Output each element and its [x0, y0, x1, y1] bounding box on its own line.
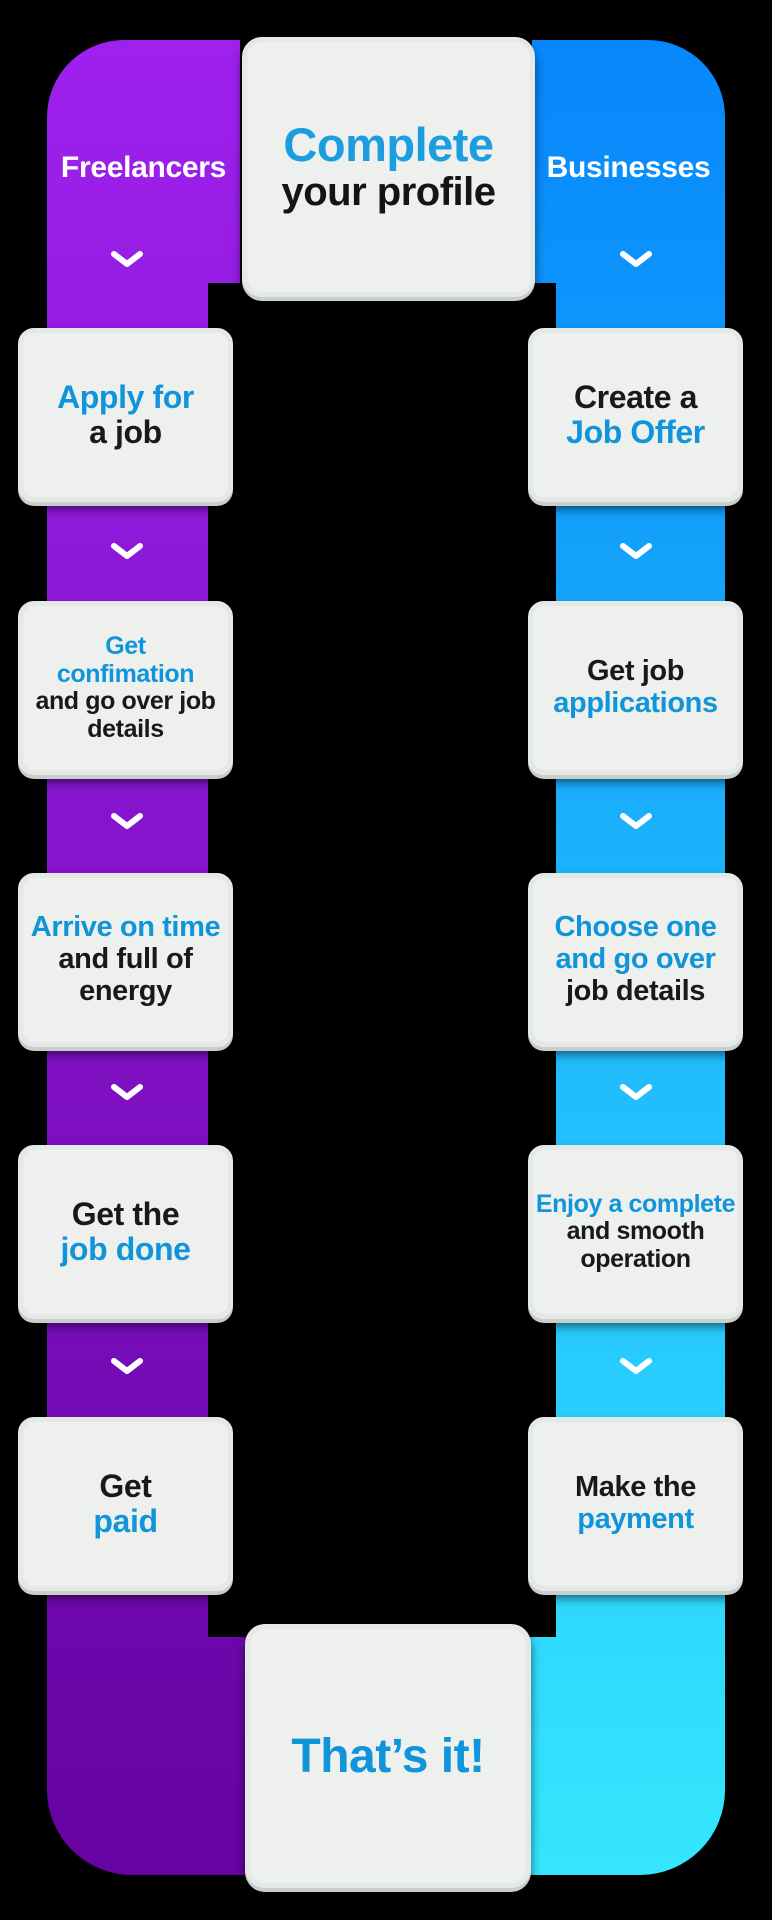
card-line: Enjoy a complete — [535, 1189, 736, 1218]
freelancer-step-card-3: Arrive on time and full of energy — [18, 873, 233, 1047]
freelancer-step-card-5: Get paid — [18, 1417, 233, 1591]
business-step-card-5: Make the payment — [528, 1417, 743, 1591]
chevron-down-icon — [111, 813, 143, 829]
card-line: Get — [105, 632, 146, 660]
card-line: payment — [577, 1503, 694, 1535]
chevron-down-icon — [620, 543, 652, 559]
card-line: Get the — [71, 1195, 180, 1232]
card-line: confimation — [56, 659, 195, 688]
freelancer-step-card-4: Get the job done — [18, 1145, 233, 1319]
card-line: job done — [60, 1231, 191, 1267]
chevron-down-icon — [620, 1358, 652, 1374]
card-line: Create a — [573, 378, 698, 415]
chevron-down-icon — [620, 1084, 652, 1100]
complete-profile-card: Complete your profile — [242, 37, 535, 297]
card-line: and full of — [58, 943, 193, 976]
card-line: Get job — [586, 655, 685, 688]
card-line: job details — [565, 974, 705, 1007]
chevron-down-icon — [111, 251, 143, 267]
card-line: Make the — [575, 1471, 696, 1504]
business-step-card-3: Choose one and go over job details — [528, 873, 743, 1047]
card-line: and go over — [555, 943, 716, 976]
card-line: paid — [93, 1503, 158, 1539]
card-line: and go over job — [35, 687, 216, 715]
card-line: energy — [79, 974, 172, 1007]
freelancer-step-card-2: Get confimation and go over job details — [18, 601, 233, 775]
card-line: Complete — [283, 118, 494, 172]
card-line: Choose one — [554, 911, 717, 944]
thats-it-card: That’s it! — [245, 1624, 531, 1888]
card-line: Get — [99, 1467, 152, 1504]
card-line: applications — [553, 687, 718, 719]
card-line: and smooth — [566, 1217, 705, 1246]
card-line: That’s it! — [291, 1729, 485, 1783]
card-line: Arrive on time — [30, 911, 221, 944]
business-step-card-1: Create a Job Offer — [528, 328, 743, 502]
card-line: operation — [580, 1244, 691, 1273]
freelancers-column-label: Freelancers — [60, 151, 227, 184]
freelancer-step-card-1: Apply for a job — [18, 328, 233, 502]
business-step-card-2: Get job applications — [528, 601, 743, 775]
chevron-down-icon — [620, 813, 652, 829]
chevron-down-icon — [111, 543, 143, 559]
businesses-column-label: Businesses — [546, 151, 711, 184]
business-step-card-4: Enjoy a complete and smooth operation — [528, 1145, 743, 1319]
card-line: Job Offer — [566, 414, 705, 450]
chevron-down-icon — [620, 251, 652, 267]
card-line: details — [87, 714, 164, 743]
chevron-down-icon — [111, 1084, 143, 1100]
card-line: Apply for — [57, 378, 194, 415]
card-line: your profile — [281, 169, 496, 214]
card-line: a job — [89, 414, 162, 450]
chevron-down-icon — [111, 1358, 143, 1374]
